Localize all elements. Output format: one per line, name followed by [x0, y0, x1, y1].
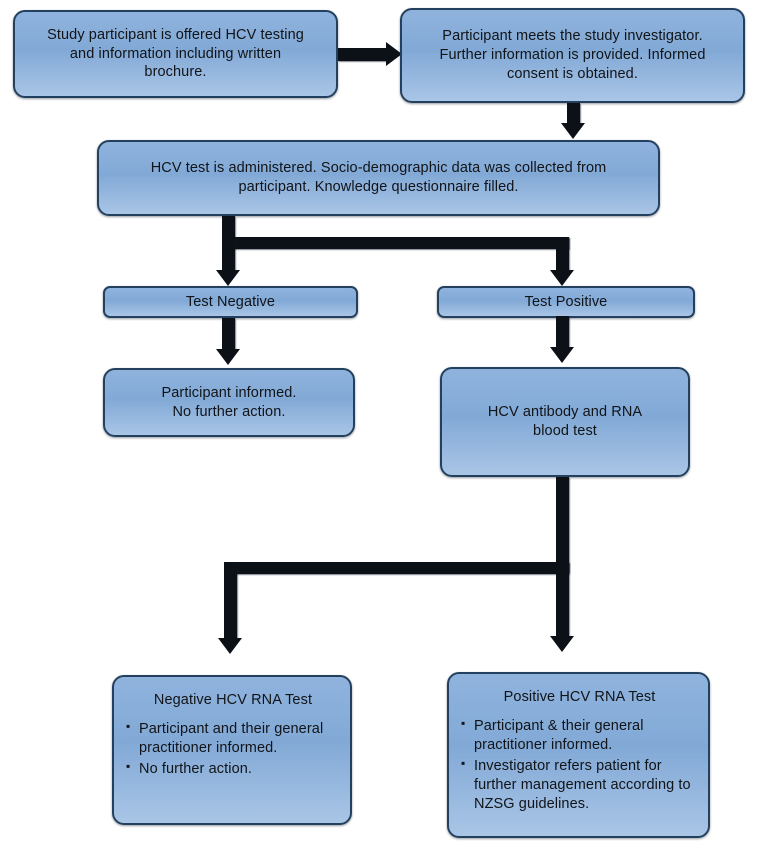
node-test-administered-line-2: participant. Knowledge questionnaire fil…	[238, 179, 519, 195]
connector-bloodtest-right-branch	[556, 562, 569, 640]
node-meets-investigator-line-1: Participant meets the study investigator…	[442, 28, 703, 45]
connector-bloodtest-crossbar	[224, 562, 569, 574]
node-offered-testing-line-3: brochure.	[144, 64, 207, 81]
node-participant-informed-line-1: Participant informed.	[161, 384, 297, 401]
node-test-negative-label: Test Negative	[185, 293, 276, 310]
list-item: Participant and their general practition…	[126, 719, 340, 758]
connector-bloodtest-stem	[556, 477, 569, 572]
connector-administered-left-arrowhead	[216, 270, 240, 286]
connector-meets-to-administered-arrowhead	[561, 123, 585, 139]
node-test-positive[interactable]: Test Positive	[437, 286, 695, 318]
node-participant-informed-line-2: No further action.	[172, 403, 286, 420]
connector-bloodtest-left-branch	[224, 562, 237, 642]
connector-offered-to-meets-arrowhead	[386, 42, 402, 66]
node-negative-rna-result-bullet-list: Participant and their general practition…	[126, 719, 340, 781]
node-offered-testing-line-2: and information including written	[69, 45, 282, 62]
node-test-administered-line-1: HCV test is administered. Socio-demograp…	[150, 160, 607, 177]
node-meets-investigator-line-3: consent is obtained.	[507, 65, 638, 82]
node-test-negative[interactable]: Test Negative	[103, 286, 358, 318]
connector-administered-left-branch	[222, 237, 235, 273]
node-negative-rna-result-header: Negative HCV RNA Test	[153, 692, 313, 708]
connector-administered-right-branch	[556, 237, 569, 273]
node-meets-investigator[interactable]: Participant meets the study investigator…	[400, 8, 745, 103]
connector-meets-to-administered-line	[567, 103, 580, 125]
node-test-administered[interactable]: HCV test is administered. Socio-demograp…	[97, 140, 660, 216]
node-offered-testing-line-1: Study participant is offered HCV testing	[47, 26, 304, 43]
connector-negative-to-informed-line	[222, 318, 235, 351]
connector-bloodtest-left-arrowhead	[218, 638, 242, 654]
connector-negative-to-informed-arrowhead	[216, 349, 240, 365]
node-positive-rna-result[interactable]: Positive HCV RNA Test Participant & thei…	[447, 672, 710, 838]
connector-administered-crossbar	[222, 237, 569, 249]
node-positive-rna-result-bullet-list: Participant & their general practitioner…	[461, 716, 698, 817]
list-item: No further action.	[126, 759, 340, 779]
node-negative-rna-result[interactable]: Negative HCV RNA Test Participant and th…	[112, 675, 352, 825]
list-item: Participant & their general practitioner…	[461, 716, 698, 755]
node-meets-investigator-line-2: Further information is provided. Informe…	[439, 47, 706, 64]
list-item: Investigator refers patient for further …	[461, 756, 698, 814]
node-test-positive-label: Test Positive	[524, 293, 608, 310]
node-offered-testing[interactable]: Study participant is offered HCV testing…	[13, 10, 338, 98]
connector-positive-to-bloodtest-arrowhead	[550, 347, 574, 363]
connector-administered-right-arrowhead	[550, 270, 574, 286]
connector-positive-to-bloodtest-line	[556, 316, 569, 349]
node-positive-rna-result-header: Positive HCV RNA Test	[503, 689, 656, 705]
node-antibody-rna-blood-test-line-2: blood test	[533, 423, 597, 439]
node-participant-informed[interactable]: Participant informed. No further action.	[103, 368, 355, 437]
node-antibody-rna-blood-test-line-1: HCV antibody and RNA	[487, 404, 643, 421]
node-antibody-rna-blood-test[interactable]: HCV antibody and RNA blood test	[440, 367, 690, 477]
connector-bloodtest-right-arrowhead	[550, 636, 574, 652]
connector-offered-to-meets-line	[338, 48, 388, 61]
